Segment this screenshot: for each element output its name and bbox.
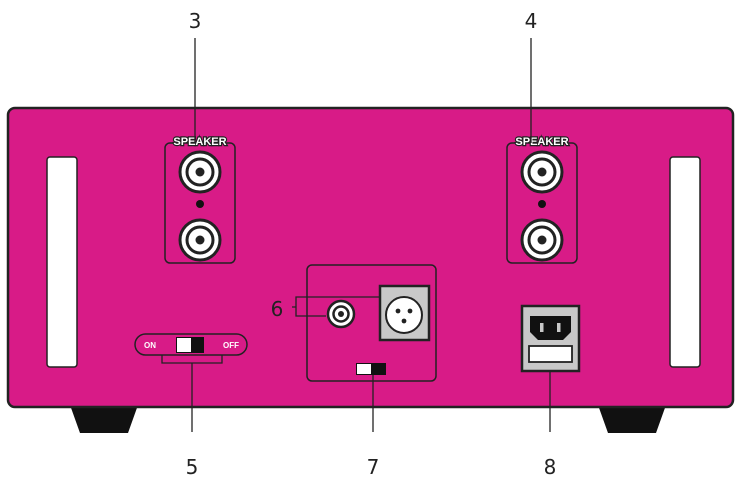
callout-6: 6 [271,297,284,321]
xlr-connector-icon [378,284,431,342]
handle-slot-right [669,156,701,368]
rca-jack-icon [520,218,564,262]
input-section-frame [306,264,437,382]
speaker-left-frame [164,142,236,264]
power-switch-off-label: OFF [223,341,239,350]
callout-7: 7 [367,455,380,479]
handle-slot-left [46,156,78,368]
toggle-switch-icon[interactable] [176,337,204,353]
foot-left [70,405,138,433]
callout-8: 8 [544,455,557,479]
speaker-right-frame [506,142,578,264]
power-switch-frame [134,333,248,356]
foot-right [598,405,666,433]
callout-3: 3 [189,9,202,33]
speaker-right-indicator [538,200,546,208]
toggle-switch-icon[interactable] [356,363,386,375]
rca-jack-icon [178,150,222,194]
rca-jack-icon [178,218,222,262]
speaker-left-indicator [196,200,204,208]
power-switch-on-label: ON [144,341,156,350]
speaker-left-label: SPEAKER [173,136,226,148]
callout-4: 4 [525,9,538,33]
rca-jack-icon [326,299,356,329]
callout-6-bracket [292,296,380,317]
iec-power-inlet-icon [520,304,581,373]
rca-jack-icon [520,150,564,194]
rear-panel [6,106,735,409]
callout-5: 5 [186,455,199,479]
speaker-right-label: SPEAKER [515,136,568,148]
